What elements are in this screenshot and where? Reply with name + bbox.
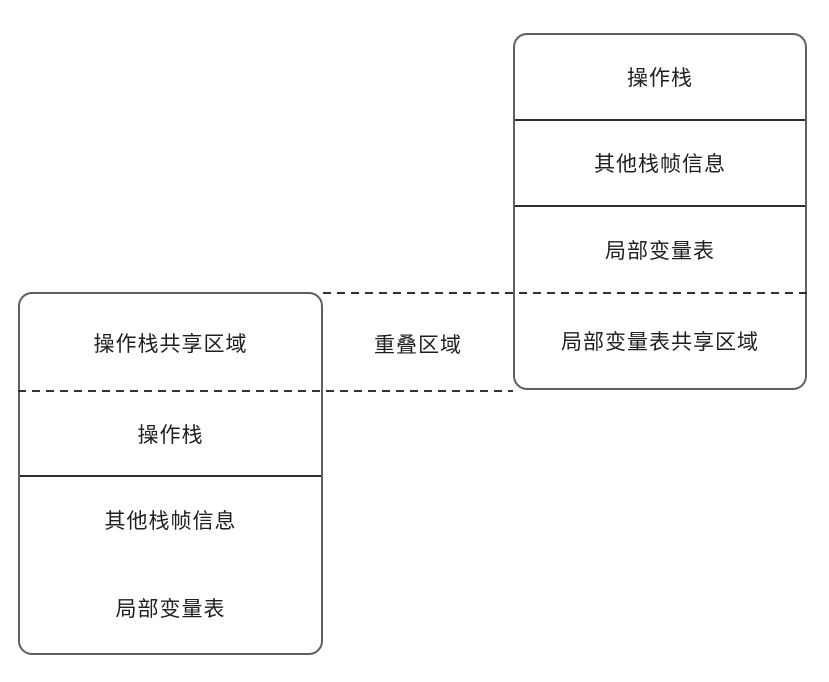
- frame-row-local-variable-shared-area: 局部变量表共享区域: [515, 293, 805, 388]
- frame-row-other-frame-info: 其他栈帧信息: [20, 475, 321, 563]
- overlap-region-label-text: 重叠区域: [374, 333, 462, 357]
- frame-row-label: 其他栈帧信息: [104, 509, 237, 533]
- overlap-region-label: 重叠区域: [323, 330, 513, 358]
- frame-row-other-frame-info: 其他栈帧信息: [515, 119, 805, 205]
- frame-row-local-variable-table: 局部变量表: [515, 205, 805, 293]
- stack-frame-left: 操作栈共享区域 操作栈 其他栈帧信息 局部变量表: [18, 292, 323, 655]
- frame-row-operand-stack-shared-area: 操作栈共享区域: [20, 294, 321, 392]
- frame-row-operand-stack: 操作栈: [515, 35, 805, 119]
- overlap-boundary-bottom-dashed-line: [18, 390, 513, 392]
- frame-row-label: 其他栈帧信息: [594, 152, 726, 176]
- overlap-boundary-top-dashed-line: [323, 292, 807, 294]
- frame-row-label: 局部变量表共享区域: [561, 329, 759, 354]
- stack-frame-right: 操作栈 其他栈帧信息 局部变量表 局部变量表共享区域: [513, 33, 807, 390]
- frame-row-label: 操作栈: [627, 66, 693, 90]
- frame-row-operand-stack: 操作栈: [20, 392, 321, 475]
- frame-row-label: 局部变量表: [605, 239, 715, 263]
- frame-row-label: 操作栈共享区域: [93, 332, 248, 356]
- frame-row-local-variable-table: 局部变量表: [20, 563, 321, 653]
- frame-row-label: 局部变量表: [115, 597, 226, 621]
- frame-row-label: 操作栈: [137, 422, 204, 447]
